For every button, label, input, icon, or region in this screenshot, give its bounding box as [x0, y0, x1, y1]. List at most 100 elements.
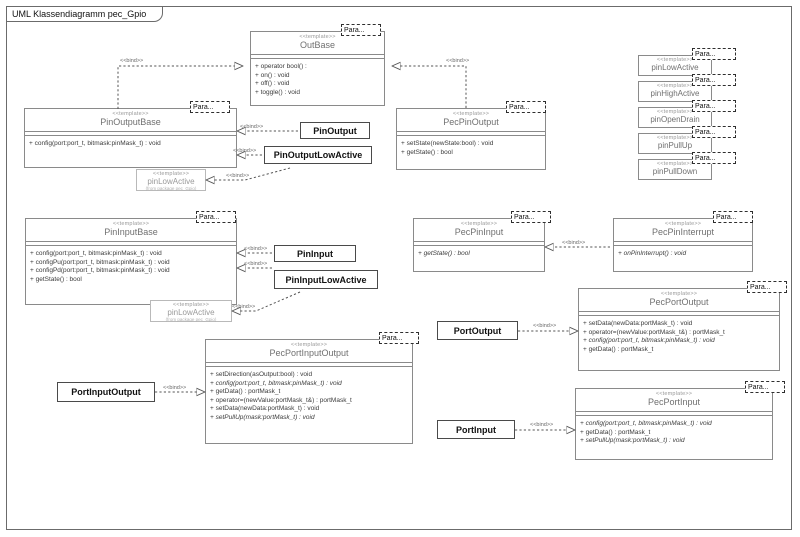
- operation: + toggle() : void: [255, 88, 300, 96]
- operation: + getData() : portMask_t: [580, 428, 651, 436]
- stereotype-label: <<template>>: [152, 171, 190, 177]
- operation: + off() : void: [255, 80, 290, 88]
- class-header-pecpinoutput: <<template>> PecPinOutput: [397, 109, 545, 132]
- param-box-pecportinputoutput: Para...: [379, 332, 419, 344]
- param-box-pinlowactive: Para...: [692, 48, 736, 60]
- class-template-pinhighactive[interactable]: <<template>> pinHighActive: [638, 81, 712, 102]
- stereotype-label: <<template>>: [660, 291, 698, 297]
- class-template-pinpullup[interactable]: <<template>> pinPullUp: [638, 133, 712, 154]
- operation: + getData() : portMask_t: [210, 388, 281, 396]
- stereotype-label: <<template>>: [656, 109, 694, 115]
- class-pecpinoutput[interactable]: <<template>> PecPinOutput + setState(new…: [396, 108, 546, 170]
- operation-compartment-outbase: + operator bool() : + on() : void + off(…: [251, 59, 384, 101]
- edge-label-bind-10: <<bind>>: [533, 323, 557, 329]
- operation: + setData(newData:portMask_t) : void: [583, 320, 693, 327]
- edge-label-bind-6: <<bind>>: [244, 246, 268, 252]
- stereotype-label: <<template>>: [656, 57, 694, 63]
- operation: + getState() : bool: [401, 148, 453, 156]
- param-box-pininputbase: Para...: [196, 211, 236, 223]
- operation-compartment-pecpininput: + getState() : bool: [414, 246, 544, 263]
- class-pininputbase[interactable]: <<template>> PinInputBase + config(port:…: [25, 218, 237, 305]
- param-box-pecportoutput: Para...: [747, 281, 787, 293]
- operation: + config(port:port_t, bitmask:pinMask_t)…: [583, 337, 715, 345]
- class-name: pinLowActive: [651, 63, 699, 72]
- param-box-outbase: Para...: [341, 24, 381, 36]
- class-header-pecportoutput: <<template>> PecPortOutput: [579, 289, 779, 312]
- class-name: pinLowActive: [167, 308, 215, 317]
- param-box-pecpinoutput: Para...: [506, 101, 546, 113]
- stereotype-label: <<template>>: [460, 221, 498, 227]
- edge-label-bind-3: <<bind>>: [240, 124, 264, 130]
- class-name: pinHighActive: [650, 89, 700, 98]
- class-name: OutBase: [299, 40, 336, 50]
- class-pecpininterrupt[interactable]: <<template>> PecPinInterrupt + onPinInte…: [613, 218, 753, 272]
- operation: + config(port:port_t, bitmask:pinMask_t)…: [29, 140, 161, 147]
- bound-class-pinoutputlowactive[interactable]: PinOutputLowActive: [264, 146, 372, 164]
- operation: + configPu(port:port_t, bitmask:pinMask_…: [30, 258, 170, 266]
- edge-label-bind-5: <<bind>>: [226, 173, 250, 179]
- class-pecportoutput[interactable]: <<template>> PecPortOutput + setData(new…: [578, 288, 780, 371]
- class-name: PecPortOutput: [649, 297, 709, 307]
- from-package-label: (from package pec_Gpio): [165, 317, 217, 322]
- edge-label-bind-2: <<bind>>: [446, 58, 470, 64]
- bound-class-pinoutput[interactable]: PinOutput: [300, 122, 370, 139]
- stereotype-label: <<template>>: [112, 111, 149, 117]
- class-name: PecPortInput: [647, 397, 701, 407]
- class-outbase[interactable]: <<template>> OutBase + operator bool() :…: [250, 31, 385, 106]
- bound-class-pininputlowactive[interactable]: PinInputLowActive: [274, 270, 378, 289]
- class-name: pinPullDown: [652, 167, 698, 176]
- class-pinlowactive-output[interactable]: <<template>> pinLowActive (from package …: [136, 169, 206, 191]
- edge-label-bind-11: <<bind>>: [163, 385, 187, 391]
- attribute-compartment: [397, 132, 545, 136]
- class-pinoutputbase[interactable]: <<template>> PinOutputBase + config(port…: [24, 108, 237, 168]
- class-template-pinlowactive[interactable]: <<template>> pinLowActive: [638, 55, 712, 76]
- class-header-pecpininterrupt: <<template>> PecPinInterrupt: [614, 219, 752, 242]
- operation: + operator bool() :: [255, 63, 307, 70]
- operation: + setData(newData:portMask_t) : void: [210, 405, 320, 413]
- class-pecportinput[interactable]: <<template>> PecPortInput + config(port:…: [575, 388, 773, 460]
- operation: + config(port:port_t, bitmask:pinMask_t)…: [30, 250, 162, 257]
- bound-class-pininput[interactable]: PinInput: [274, 245, 356, 262]
- edge-label-bind-8: <<bind>>: [232, 304, 256, 310]
- param-box-pinhighactive: Para...: [692, 74, 736, 86]
- class-header-pecportinputoutput: <<template>> PecPortInputOutput: [206, 340, 412, 363]
- class-name: PecPinInput: [454, 227, 504, 237]
- stereotype-label: <<template>>: [656, 161, 694, 167]
- class-header-pinlowactive: <<template>> pinLowActive (from package …: [137, 170, 205, 193]
- param-box-pinoutputbase: Para...: [190, 101, 230, 113]
- operation: + getState() : bool: [30, 275, 82, 283]
- param-box-pecpininput: Para...: [511, 211, 551, 223]
- param-box-pinpullup: Para...: [692, 126, 736, 138]
- class-header-pinoutputbase: <<template>> PinOutputBase: [25, 109, 236, 132]
- class-pecportinputoutput[interactable]: <<template>> PecPortInputOutput + setDir…: [205, 339, 413, 444]
- operation: + operator=(newValue:portMask_t&) : port…: [210, 396, 352, 404]
- class-header: <<template>> pinHighActive: [639, 82, 711, 100]
- bound-class-portoutput[interactable]: PortOutput: [437, 321, 518, 340]
- class-header: <<template>> pinPullUp: [639, 134, 711, 152]
- stereotype-label: <<template>>: [664, 221, 702, 227]
- class-template-pinopendrain[interactable]: <<template>> pinOpenDrain: [638, 107, 712, 128]
- operation-compartment-pecpininterrupt: + onPinInterrupt() : void: [614, 246, 752, 263]
- class-name: PecPinOutput: [443, 117, 499, 127]
- class-pecpininput[interactable]: <<template>> PecPinInput + getState() : …: [413, 218, 545, 272]
- param-box-pecpininterrupt: Para...: [713, 211, 753, 223]
- operation: + operator=(newValue:portMask_t&) : port…: [583, 328, 725, 336]
- stereotype-label: <<template>>: [299, 34, 336, 40]
- diagram-title-tab: UML Klassendiagramm pec_Gpio: [6, 6, 164, 22]
- class-pinlowactive-input[interactable]: <<template>> pinLowActive (from package …: [150, 300, 232, 322]
- edge-label-bind-4: <<bind>>: [233, 148, 257, 154]
- class-template-pinpulldown[interactable]: <<template>> pinPullDown: [638, 159, 712, 180]
- operation: + getState() : bool: [418, 250, 470, 257]
- bound-class-portinputoutput[interactable]: PortInputOutput: [57, 382, 155, 402]
- bound-class-portinput[interactable]: PortInput: [437, 420, 515, 439]
- stereotype-label: <<template>>: [452, 111, 490, 117]
- operation-compartment-pecportoutput: + setData(newData:portMask_t) : void + o…: [579, 316, 779, 358]
- attribute-compartment: [614, 242, 752, 246]
- edge-label-bind-7: <<bind>>: [244, 261, 268, 267]
- class-name: PecPinInterrupt: [651, 227, 715, 237]
- operation: + onPinInterrupt() : void: [618, 250, 687, 257]
- operation-compartment-pininputbase: + config(port:port_t, bitmask:pinMask_t)…: [26, 246, 236, 288]
- stereotype-label: <<template>>: [290, 342, 328, 348]
- operation-compartment-pinoutputbase: + config(port:port_t, bitmask:pinMask_t)…: [25, 136, 236, 153]
- class-header-pinlowactive: <<template>> pinLowActive (from package …: [151, 301, 231, 324]
